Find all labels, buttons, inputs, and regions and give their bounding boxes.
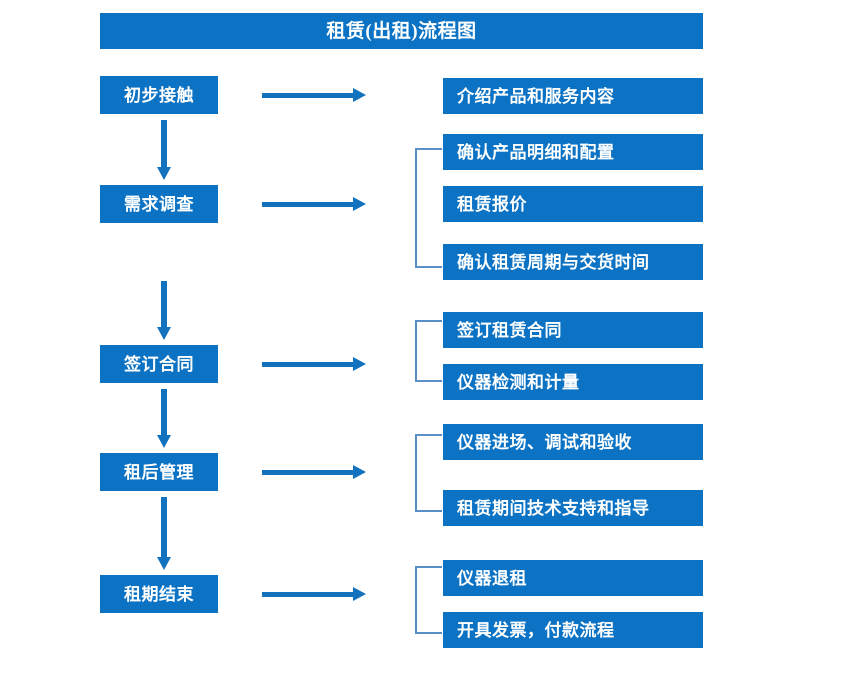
stage-label: 租期结束 — [124, 584, 194, 604]
down-arrow-icon-stage3-to-stage4 — [157, 389, 171, 448]
stage-box-initial-contact[interactable]: 初步接触 — [100, 76, 218, 114]
detail-label: 签订租赁合同 — [457, 320, 562, 340]
detail-label: 开具发票，付款流程 — [457, 620, 615, 640]
detail-box-invoice-payment[interactable]: 开具发票，付款流程 — [443, 612, 703, 648]
detail-label: 确认租赁周期与交货时间 — [457, 252, 650, 272]
stage-label: 需求调查 — [124, 194, 194, 214]
stage-label: 初步接触 — [124, 85, 194, 105]
group-bracket-post-rental-management — [415, 434, 442, 512]
group-bracket-rental-end — [415, 566, 442, 634]
detail-box-confirm-rental-period[interactable]: 确认租赁周期与交货时间 — [443, 244, 703, 280]
group-bracket-demand-survey — [415, 148, 442, 268]
detail-label: 确认产品明细和配置 — [457, 142, 615, 162]
detail-box-confirm-product-details[interactable]: 确认产品明细和配置 — [443, 134, 703, 170]
detail-label: 介绍产品和服务内容 — [457, 86, 615, 106]
right-arrow-icon-stage5 — [262, 587, 366, 601]
detail-box-technical-support[interactable]: 租赁期间技术支持和指导 — [443, 490, 703, 526]
detail-box-sign-rental-contract[interactable]: 签订租赁合同 — [443, 312, 703, 348]
detail-box-instrument-inspection[interactable]: 仪器检测和计量 — [443, 364, 703, 400]
right-arrow-icon-stage3 — [262, 357, 366, 371]
page-title: 租赁(出租)流程图 — [326, 20, 477, 42]
down-arrow-icon-stage1-to-stage2 — [157, 120, 171, 180]
stage-label: 签订合同 — [124, 354, 194, 374]
stage-box-rental-end[interactable]: 租期结束 — [100, 575, 218, 613]
flowchart-title-banner: 租赁(出租)流程图 — [100, 13, 703, 49]
detail-box-rental-quotation[interactable]: 租赁报价 — [443, 186, 703, 222]
detail-box-instrument-return[interactable]: 仪器退租 — [443, 560, 703, 596]
right-arrow-icon-stage4 — [262, 465, 366, 479]
right-arrow-icon-stage1 — [262, 88, 366, 102]
detail-label: 仪器检测和计量 — [457, 372, 580, 392]
detail-label: 仪器进场、调试和验收 — [457, 432, 632, 452]
detail-box-introduce-products[interactable]: 介绍产品和服务内容 — [443, 78, 703, 114]
detail-label: 仪器退租 — [457, 568, 527, 588]
detail-label: 租赁报价 — [457, 194, 527, 214]
group-bracket-sign-contract — [415, 320, 442, 382]
stage-label: 租后管理 — [124, 462, 194, 482]
stage-box-post-rental-management[interactable]: 租后管理 — [100, 453, 218, 491]
down-arrow-icon-stage4-to-stage5 — [157, 497, 171, 570]
stage-box-sign-contract[interactable]: 签订合同 — [100, 345, 218, 383]
down-arrow-icon-stage2-to-stage3 — [157, 281, 171, 340]
stage-box-demand-survey[interactable]: 需求调查 — [100, 185, 218, 223]
detail-label: 租赁期间技术支持和指导 — [457, 498, 650, 518]
right-arrow-icon-stage2 — [262, 197, 366, 211]
detail-box-instrument-delivery-commissioning[interactable]: 仪器进场、调试和验收 — [443, 424, 703, 460]
